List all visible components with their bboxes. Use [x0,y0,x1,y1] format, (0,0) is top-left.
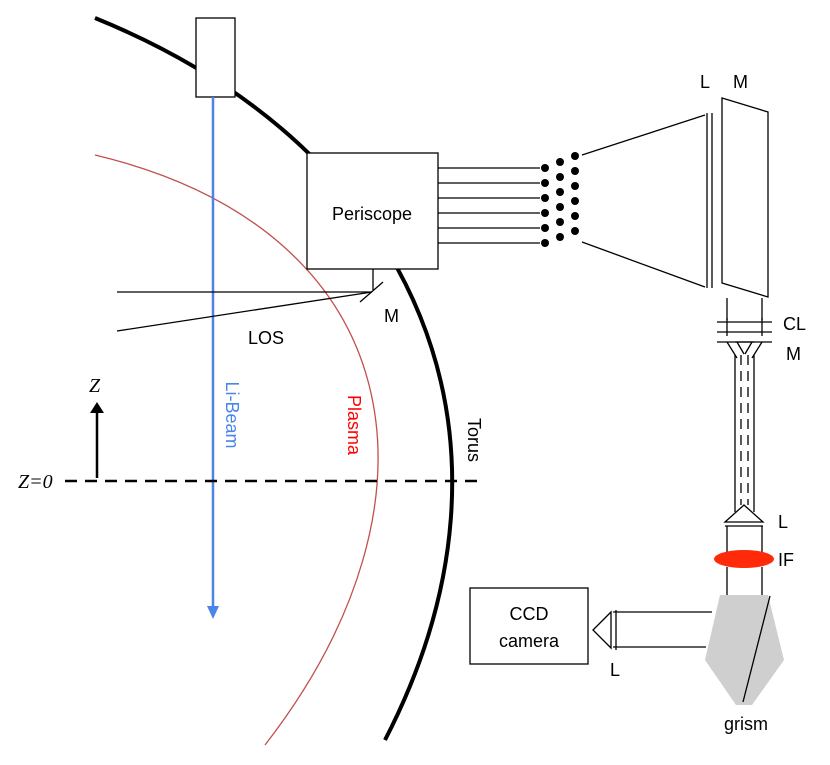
plasma-boundary [94,154,379,746]
fiber-lines [438,167,540,244]
torus-label: Torus [464,418,484,462]
periscope-label: Periscope [332,204,412,224]
plasma-label: Plasma [344,395,364,456]
cylindrical-lens-label: CL [783,314,806,334]
li-beam-arrowhead [207,606,219,619]
lens-filter-label: L [778,512,788,532]
los-line-lower [116,291,373,332]
z-axis-arrowhead [90,402,104,413]
lens-filter [723,504,765,523]
ccd-label-line1: CCD [510,604,549,624]
lens-top-label: L [700,72,710,92]
z-zero-label: Z=0 [18,471,53,493]
periscope-box [306,152,439,270]
li-beam-label: Li-Beam [222,381,242,448]
lens-ccd-label: L [610,660,620,680]
mirror-top-label: M [733,72,748,92]
grism-diagonal [742,595,771,703]
mirror-top [721,97,769,298]
cone-upper [581,114,706,156]
grism [705,595,784,705]
mirror-mid [726,341,763,359]
grism-label: grism [724,714,768,734]
periscope-mirror-label: M [384,306,399,326]
lens-ccd [592,610,612,650]
ccd-camera-box [469,587,589,665]
torus-wall [94,16,455,741]
cone-lower [581,241,706,288]
los-label: LOS [248,328,284,348]
fiber-dot-array [541,152,579,247]
interference-filter [714,550,774,568]
ccd-label-line2: camera [499,631,560,651]
z-axis-label: Z [89,375,101,397]
cylindrical-lens [717,318,772,343]
mirror-mid-label: M [786,344,801,364]
interference-filter-label: IF [778,550,794,570]
beam-source-box [195,17,236,98]
